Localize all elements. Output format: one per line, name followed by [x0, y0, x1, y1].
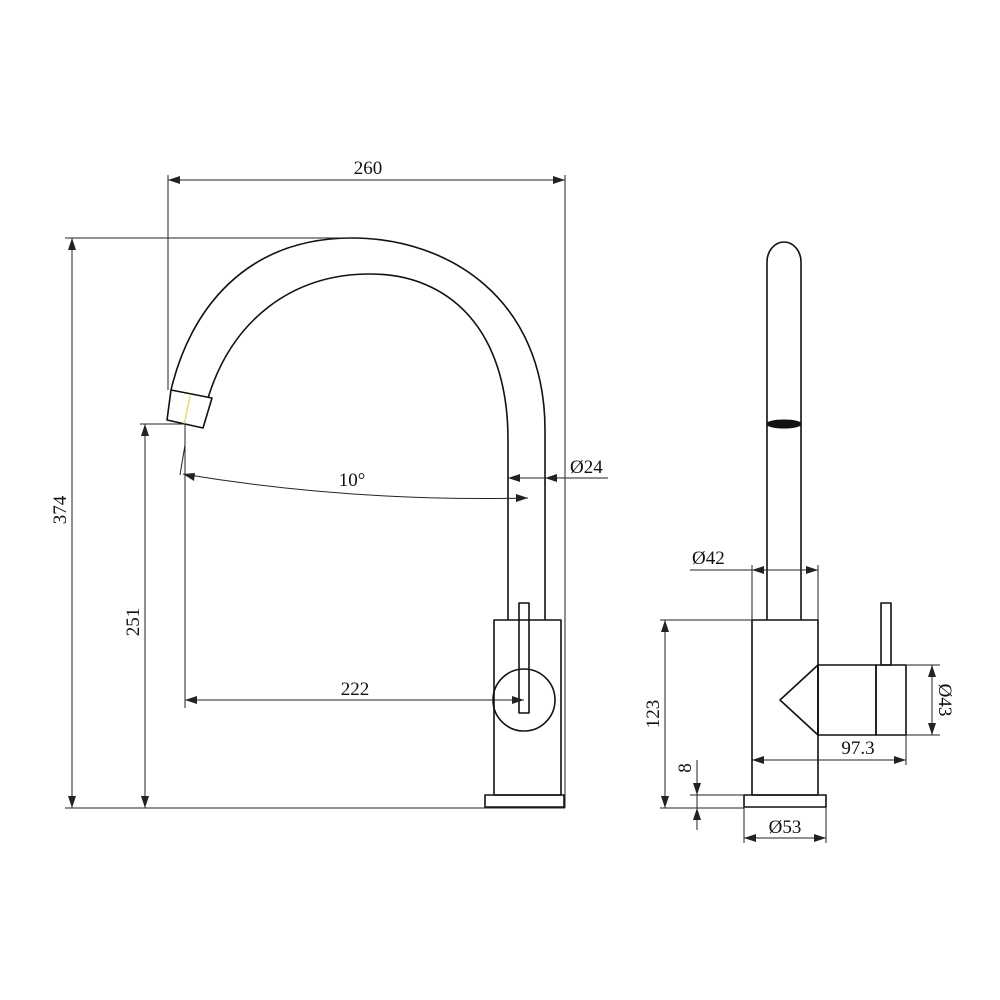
dim-body-height: 123 — [643, 700, 664, 729]
dim-arc-angle — [182, 473, 529, 499]
base-plate — [484, 794, 565, 808]
aerator-centerline — [183, 395, 191, 426]
outlet-opening — [766, 419, 802, 429]
front-view: 260 374 251 222 10° Ø24 — [50, 158, 608, 809]
side-view: Ø42 123 8 Ø53 97.3 Ø43 — [643, 241, 955, 843]
dim-height-total: 374 — [50, 495, 71, 524]
handle-cylinder — [817, 664, 877, 736]
dim-angle: 10° — [339, 470, 366, 491]
dim-dia-body: Ø42 — [692, 548, 725, 569]
lever-stem — [518, 602, 530, 714]
dim-dia-spout: Ø24 — [570, 457, 603, 478]
spout-outer-contour — [170, 237, 546, 620]
side-base — [743, 794, 827, 808]
dim-width-total: 260 — [354, 158, 383, 179]
spout-inner-contour — [207, 273, 509, 620]
mixer-body — [493, 619, 562, 796]
dim-handle-length: 97.3 — [841, 738, 874, 759]
dim-dia-handle: Ø43 — [934, 684, 955, 717]
handle-cap — [875, 664, 907, 736]
lever-pin — [880, 602, 892, 666]
handle-cone — [779, 664, 819, 736]
dim-height-outlet: 251 — [123, 608, 144, 637]
side-body — [751, 619, 819, 796]
dim-reach: 222 — [341, 679, 370, 700]
aerator-tip — [166, 389, 213, 429]
dim-base-height: 8 — [675, 763, 696, 773]
dim-dia-base: Ø53 — [769, 817, 802, 838]
spout-tube — [766, 241, 802, 620]
